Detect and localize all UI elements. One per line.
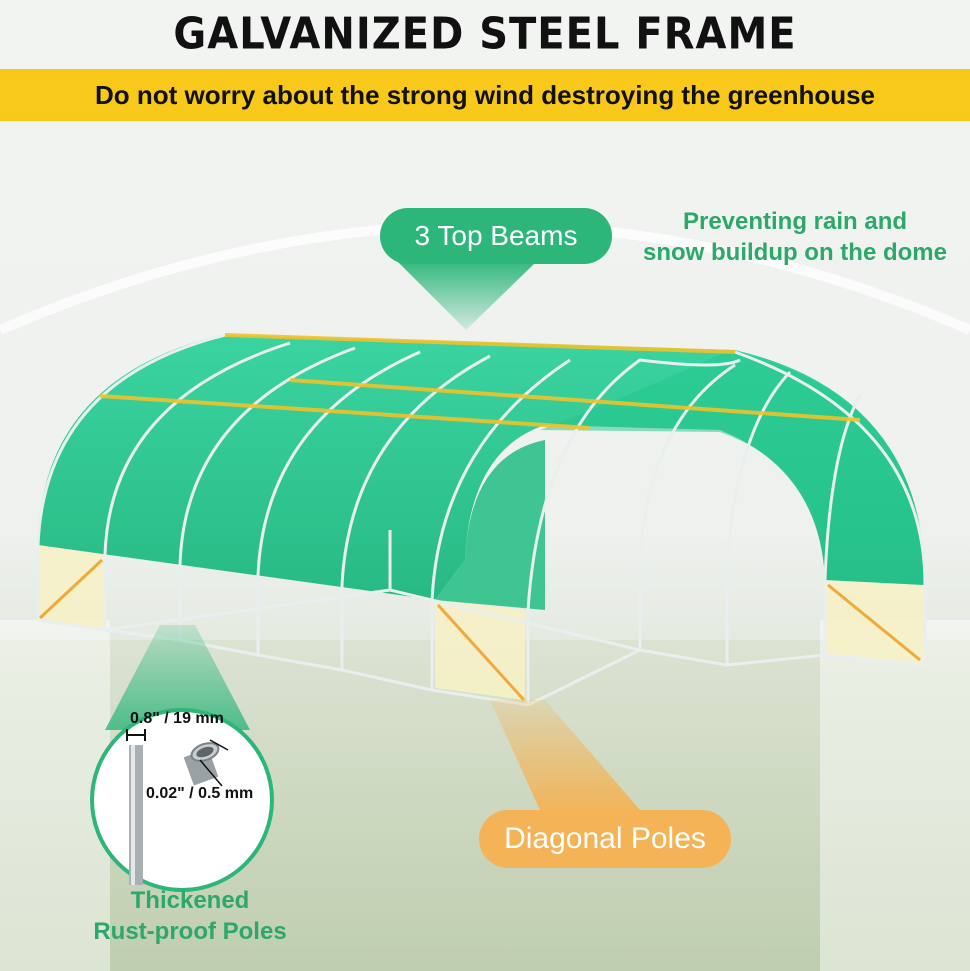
rain-note-line2: snow buildup on the dome bbox=[643, 239, 947, 266]
poles-note-line2: Rust-proof Poles bbox=[93, 918, 287, 945]
top-beams-label: 3 Top Beams bbox=[380, 208, 612, 264]
rain-note-line1: Preventing rain and bbox=[682, 208, 908, 235]
diameter-label: 0.8" / 19 mm bbox=[130, 710, 224, 727]
bottom-rails bbox=[37, 530, 926, 707]
page-title: GALVANIZED STEEL FRAME bbox=[173, 8, 797, 60]
pole-detail-circle bbox=[90, 708, 274, 892]
rain-snow-note: Preventing rain and snow buildup on the … bbox=[620, 206, 970, 268]
background-wall bbox=[820, 620, 970, 971]
diagonal-poles-label: Diagonal Poles bbox=[479, 810, 731, 868]
pole-cross-section bbox=[183, 742, 220, 786]
frame-arches bbox=[36, 333, 927, 705]
thickness-label: 0.02" / 0.5 mm bbox=[146, 785, 254, 802]
diagonal-pointer bbox=[490, 700, 640, 810]
diagonal-poles bbox=[38, 558, 921, 702]
top-beams-pointer bbox=[398, 262, 536, 330]
banner-text: Do not worry about the strong wind destr… bbox=[94, 79, 876, 110]
cover-front bbox=[435, 440, 545, 610]
headline-banner: Do not worry about the strong wind destr… bbox=[0, 69, 970, 121]
rust-proof-poles-note: Thickened Rust-proof Poles bbox=[70, 885, 310, 947]
top-beams bbox=[99, 333, 861, 430]
poles-note-line1: Thickened bbox=[130, 887, 250, 914]
poles-pointer bbox=[105, 625, 250, 730]
